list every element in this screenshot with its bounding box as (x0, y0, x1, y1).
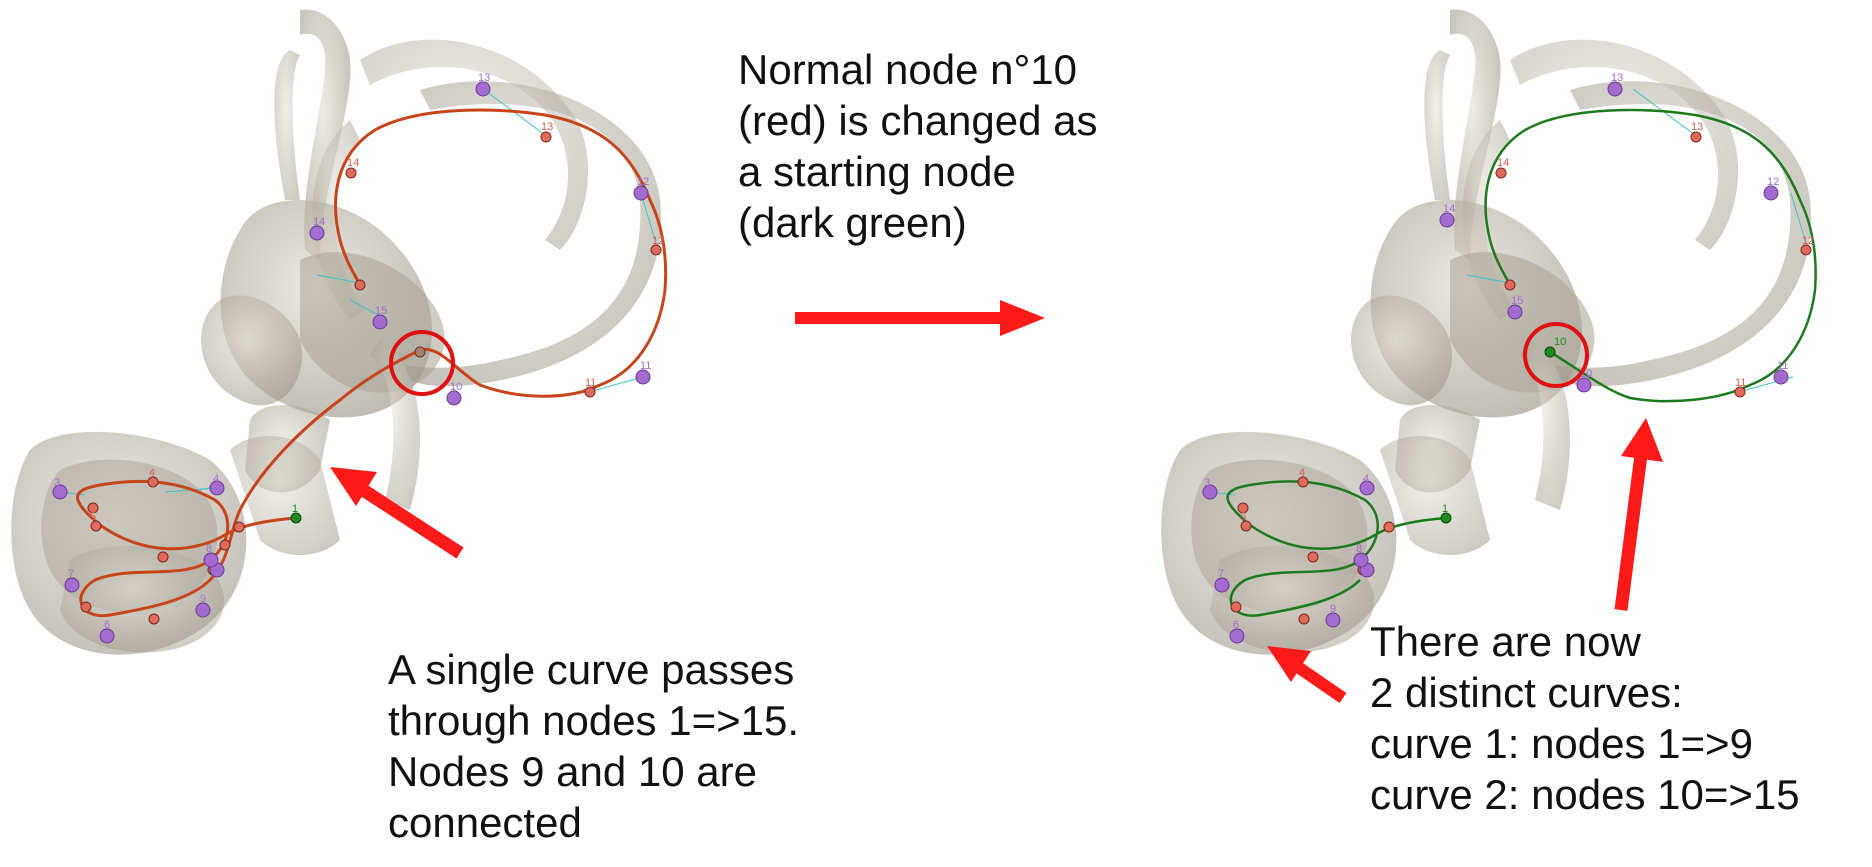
caption-line: (red) is changed as (738, 97, 1098, 144)
node-label: 13 (541, 121, 553, 133)
control-nodes-before (52, 81, 651, 644)
node-label: 14 (347, 157, 359, 169)
caption-top: Normal node n°10 (red) is changed as a s… (738, 44, 1098, 248)
transition-arrow (795, 300, 1045, 336)
caption-line: through nodes 1=>15. (388, 697, 800, 744)
node-label: 10 (1554, 336, 1566, 348)
highlight-circle-after (1523, 322, 1589, 388)
curve-node-6 (157, 551, 169, 563)
node-label: 11 (1735, 377, 1746, 389)
node-label: 7 (1218, 568, 1224, 580)
curve-node-11 (584, 386, 596, 398)
start-node-10-after (1544, 346, 1556, 358)
curve-node-2 (233, 521, 245, 533)
node-label: 8 (206, 543, 212, 555)
node-label: 13 (1691, 121, 1703, 133)
node-label: 11 (1777, 360, 1788, 372)
node-label: 9 (1330, 603, 1336, 615)
curve-node-13 (540, 131, 552, 143)
node-label: 13 (1611, 72, 1623, 84)
node-label: 3 (1204, 477, 1210, 489)
caption-left: A single curve passes through nodes 1=>1… (388, 644, 799, 848)
after-panel: 1 10 3 4 4 5 6 7 8 9 10 11 11 12 12 13 1… (1161, 9, 1817, 655)
node-label: 6 (104, 619, 110, 631)
arrow-to-curve-2-right (1614, 418, 1663, 611)
curve-node-3 (87, 502, 99, 514)
spline-curve-before (76, 108, 668, 618)
curve-node-10 (414, 346, 426, 358)
node-label: 9 (200, 593, 206, 605)
caption-line: There are now (1370, 618, 1641, 665)
caption-line: Normal node n°10 (738, 46, 1077, 93)
curve-node-4 (147, 476, 159, 488)
caption-line: curve 2: nodes 10=>15 (1370, 771, 1800, 818)
node-label: 12 (652, 235, 664, 247)
node-label: 6 (1233, 619, 1239, 631)
node-label: 5 (1240, 511, 1246, 523)
node-label: 8 (1356, 543, 1362, 555)
curve-node-9b (219, 539, 231, 551)
node-label: 14 (1497, 157, 1509, 169)
inner-ear-model-after (1161, 9, 1811, 655)
caption-line: (dark green) (738, 199, 967, 246)
node-label: 10 (450, 381, 462, 393)
curve-node-7 (80, 601, 92, 613)
node-label: 7 (68, 568, 74, 580)
caption-line: a starting node (738, 148, 1016, 195)
caption-line: curve 1: nodes 1=>9 (1370, 720, 1753, 767)
caption-line: 2 distinct curves: (1370, 669, 1683, 716)
caption-line: connected (388, 799, 582, 846)
before-panel: 1 3 4 4 5 6 7 8 9 10 11 11 12 12 13 13 1… (11, 9, 668, 655)
caption-line: Nodes 9 and 10 are (388, 748, 757, 795)
control-nodes-after (1202, 81, 1789, 644)
node-label: 3 (54, 477, 60, 489)
node-label: 1 (292, 503, 298, 515)
highlight-circle-before (389, 330, 455, 396)
start-node-1-after (1440, 512, 1452, 524)
arrow-to-curve-left (330, 467, 464, 559)
node-label: 14 (1443, 203, 1455, 215)
node-label: 11 (640, 360, 651, 372)
curve-node-15 (354, 279, 366, 291)
node-label: 12 (1767, 176, 1779, 188)
spline-curve-1-after (1226, 480, 1447, 617)
curve-node-8 (148, 613, 160, 625)
node-label: 4 (149, 467, 155, 479)
node-label: 14 (313, 216, 325, 228)
node-labels-before: 1 3 4 4 5 6 7 8 9 10 11 11 12 12 13 13 1… (54, 72, 664, 631)
node-label: 4 (1299, 467, 1305, 479)
node-label: 15 (1511, 295, 1523, 307)
start-node-1-before (290, 512, 302, 524)
curve-node-5 (90, 520, 102, 532)
inner-ear-model-before (11, 9, 661, 655)
node-label: 4 (213, 473, 219, 485)
caption-line: A single curve passes (388, 646, 795, 693)
node-label: 1 (1442, 503, 1448, 515)
node-label: 13 (478, 72, 490, 84)
curve-node-12 (650, 244, 662, 256)
annotation-arrows (330, 300, 1663, 703)
node-label: 12 (637, 176, 649, 188)
arrow-to-curve-1-right (1267, 646, 1347, 703)
node-label: 5 (90, 511, 96, 523)
spline-curve-2-after (1484, 108, 1817, 403)
caption-right: There are now 2 distinct curves: curve 1… (1370, 616, 1800, 820)
node-label: 12 (1802, 235, 1814, 247)
curve-node-14 (345, 167, 357, 179)
node-label: 11 (585, 377, 596, 389)
node-label: 4 (1363, 473, 1369, 485)
node-label: 15 (375, 305, 387, 317)
